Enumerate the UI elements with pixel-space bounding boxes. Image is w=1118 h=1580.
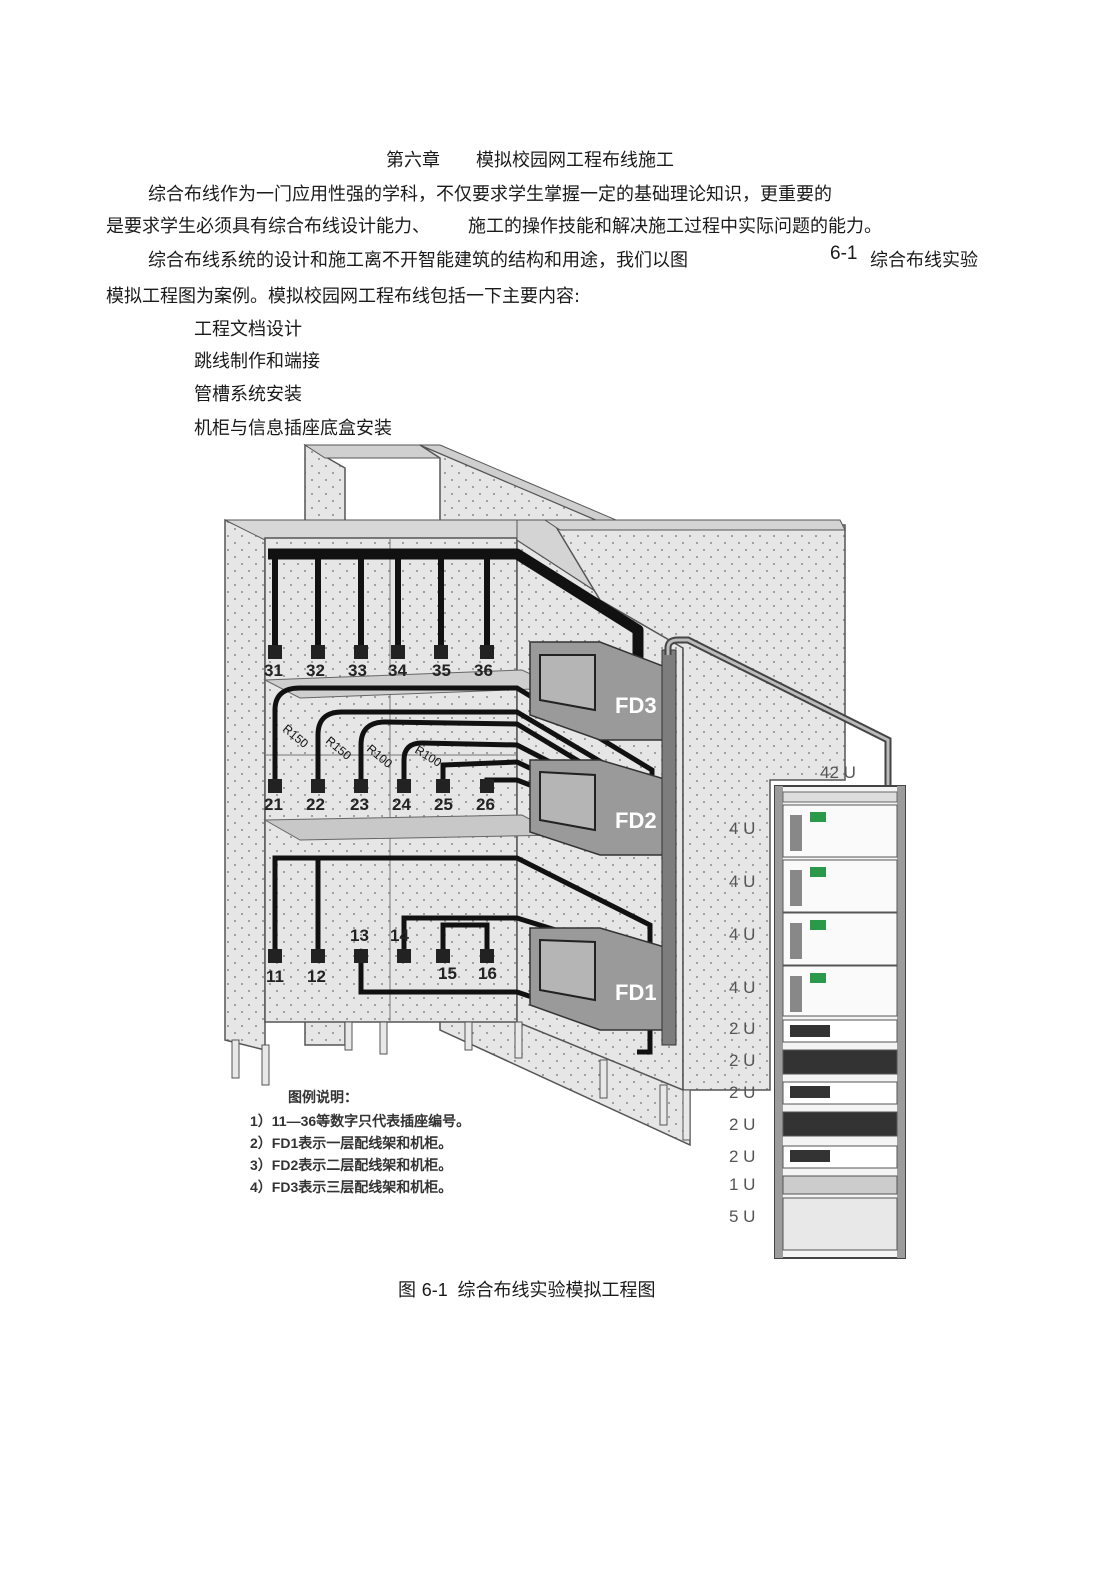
outlet-label: 33 [348, 661, 367, 680]
paragraph-1-line-2b: 施工的操作技能和解决施工过程中实际问题的能力。 [468, 216, 882, 237]
rack-unit-labels: 42 U 4 U 4 U 4 U 4 U 2 U 2 U 2 U 2 U 2 U… [729, 763, 856, 1226]
shelf-floor2 [263, 814, 561, 841]
paragraph-1-line-2: 是要求学生必须具有综合布线设计能力、 施工的操作技能和解决施工过程中实际问题的能力… [106, 212, 882, 238]
outlet-label: 12 [307, 967, 326, 986]
list-item: 工程文档设计 [194, 319, 302, 340]
outlet-label: 13 [350, 926, 369, 945]
rack-unit-label: 4 U [729, 978, 755, 997]
wall-front-panel [264, 537, 518, 1023]
caption-prefix: 图 [398, 1280, 416, 1301]
list-item: 管槽系统安装 [194, 384, 302, 405]
rack-unit-label: 42 U [820, 763, 856, 782]
rack-unit-label: 2 U [729, 1019, 755, 1038]
outlet-label: 21 [264, 795, 283, 814]
fd-label: FD3 [615, 693, 657, 718]
fd3-box [529, 641, 669, 741]
cable-tray-floor3 [268, 548, 644, 665]
outlet-label: 25 [434, 795, 453, 814]
outlet-label: 24 [392, 795, 411, 814]
outlet-label: 35 [432, 661, 451, 680]
rack-unit-label: 2 U [729, 1115, 755, 1134]
wall-left-panel [224, 518, 542, 1051]
paragraph-2-line-1b: 综合布线实验 [870, 250, 978, 271]
wall-right-panel [543, 519, 846, 1091]
legend-item: 2）FD1表示一层配线架和机柜。 [250, 1135, 452, 1151]
vertical-trunk [661, 636, 892, 1046]
figure-caption: 图 6-1 综合布线实验模拟工程图 [398, 1276, 655, 1302]
rack-unit-label: 1 U [729, 1175, 755, 1194]
rack-unit-label: 2 U [729, 1083, 755, 1102]
outlet-label: 26 [476, 795, 495, 814]
fd-label: FD2 [615, 808, 657, 833]
rack-unit-label: 4 U [729, 872, 755, 891]
outlet-label: 23 [350, 795, 369, 814]
outlet-label: 16 [478, 964, 497, 983]
rack-unit-label: 4 U [729, 819, 755, 838]
legend-title: 图例说明： [288, 1089, 358, 1105]
outlet-label: 11 [266, 967, 284, 986]
paragraph-2-line-1: 综合布线系统的设计和施工离不开智能建筑的结构和用途，我们以图 [148, 246, 688, 272]
outlets-floor2: 21 22 23 24 25 26 [264, 779, 495, 814]
rack-unit-label: 2 U [729, 1051, 755, 1070]
figure-legend: 图例说明： 1）11—36等数字只代表插座编号。 2）FD1表示一层配线架和机柜… [250, 1089, 470, 1195]
rack-patch-panels [782, 1019, 898, 1251]
outlet-label: 32 [306, 661, 325, 680]
wall-legs [231, 1021, 691, 1141]
rack-unit-label: 5 U [729, 1207, 755, 1226]
outlet-label: 14 [390, 926, 409, 945]
outlet-label: 36 [474, 661, 493, 680]
outlet-label: 34 [388, 661, 407, 680]
rack-unit-label: 4 U [729, 925, 755, 944]
cabling-figure: 31 32 33 34 35 36 21 22 23 24 25 26 11 1… [224, 443, 906, 1259]
chapter-number: 第六章 [386, 150, 440, 171]
paragraph-2-line-2: 模拟工程图为案例。模拟校园网工程布线包括一下主要内容: [106, 286, 581, 307]
outlet-label: 31 [264, 661, 283, 680]
chapter-heading: 第六章 模拟校园网工程布线施工 [386, 146, 674, 172]
outlet-label: 15 [438, 964, 457, 983]
fd-label: FD1 [615, 980, 657, 1005]
caption-text: 综合布线实验模拟工程图 [457, 1280, 656, 1301]
legend-item: 4）FD3表示三层配线架和机柜。 [250, 1179, 452, 1195]
paragraph-1-line-2a: 是要求学生必须具有综合布线设计能力、 [106, 216, 430, 237]
legend-item: 1）11—36等数字只代表插座编号。 [250, 1113, 470, 1129]
outlets-floor3: 31 32 33 34 35 36 [264, 645, 494, 680]
rack-devices-4u [782, 804, 898, 1017]
list-item: 机柜与信息插座底盒安装 [194, 418, 392, 439]
rack-unit-label: 2 U [729, 1147, 755, 1166]
paragraph-1-line-1: 综合布线作为一门应用性强的学科，不仅要求学生掌握一定的基础理论知识，更重要的 [148, 184, 832, 205]
legend-item: 3）FD2表示二层配线架和机柜。 [250, 1157, 452, 1173]
chapter-title: 模拟校园网工程布线施工 [476, 150, 674, 171]
figure-reference-number: 6-1 [830, 243, 858, 264]
outlet-label: 22 [306, 795, 325, 814]
paragraph-2-line-1a: 综合布线系统的设计和施工离不开智能建筑的结构和用途，我们以图 [148, 250, 688, 271]
outlets-floor1: 11 12 13 14 15 16 [266, 926, 497, 986]
caption-number: 6-1 [421, 1280, 448, 1300]
list-item: 跳线制作和端接 [194, 351, 320, 372]
